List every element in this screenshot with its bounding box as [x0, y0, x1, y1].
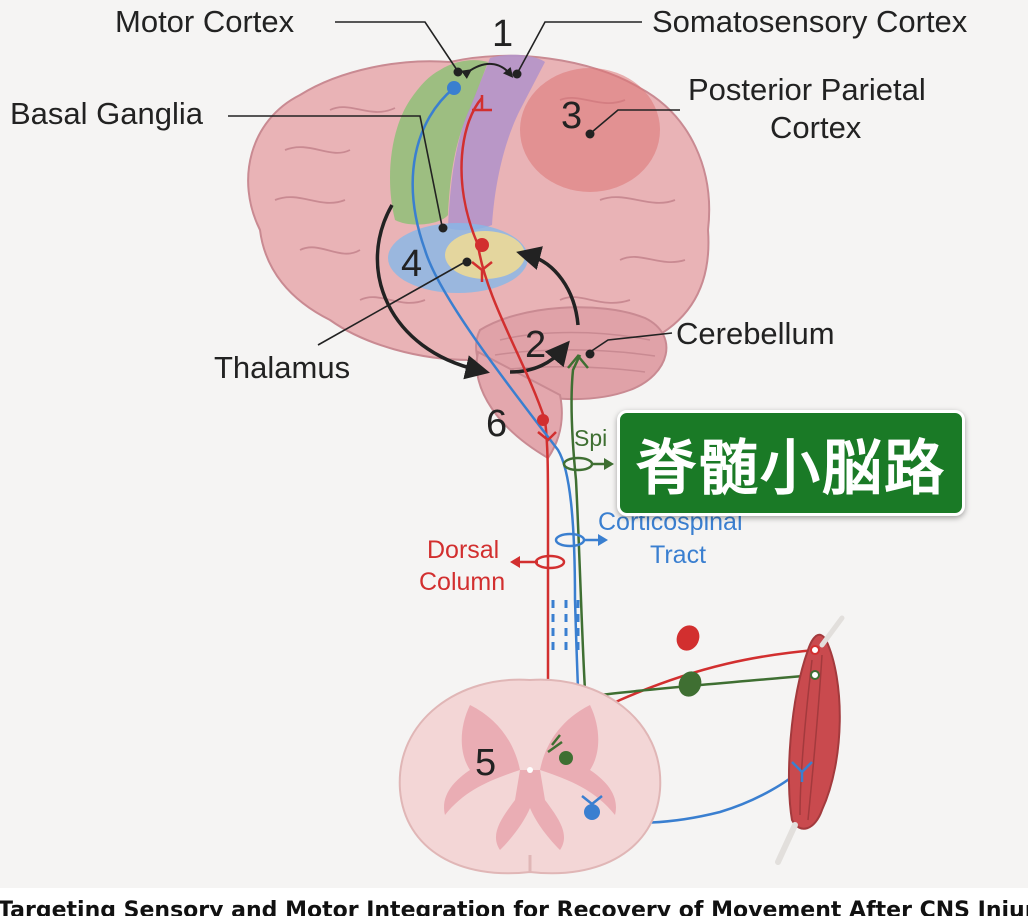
- caption-bar: [0, 888, 1028, 916]
- dot-basal-ganglia: [438, 223, 448, 233]
- synapse-red-thalamus: [471, 261, 493, 282]
- label-somatosensory-cortex: Somatosensory Cortex: [652, 4, 968, 39]
- arrow-brainstem-to-cerebellum: [509, 340, 570, 374]
- label-cortico-2: Tract: [650, 541, 706, 569]
- label-cerebellum: Cerebellum: [676, 316, 835, 351]
- neuron-red-brainstem: [537, 414, 549, 426]
- muscle-fibers: [799, 654, 823, 821]
- label-posterior-parietal-2: Cortex: [770, 110, 862, 145]
- thalamus-region: [445, 231, 525, 279]
- neuron-blue-cortex: [447, 81, 461, 95]
- number-5: 5: [475, 742, 496, 784]
- arrow-motor-somatosensory: [461, 63, 514, 79]
- motor-cortex-region: [390, 60, 488, 225]
- spino-ring: [562, 456, 594, 472]
- label-dorsal-2: Column: [419, 568, 505, 596]
- label-motor-cortex: Motor Cortex: [115, 4, 295, 39]
- tendon-top: [819, 615, 845, 648]
- overlay-badge-text: 脊髄小脳路: [636, 433, 946, 504]
- number-6: 6: [486, 403, 507, 445]
- source-caption: Targeting Sensory and Motor Integration …: [0, 898, 1028, 916]
- central-canal: [527, 767, 533, 773]
- motor-endplate-blue: [791, 761, 813, 782]
- leader-motor-cortex: [335, 21, 458, 71]
- leader-thalamus: [317, 261, 466, 346]
- muscle-belly: [787, 633, 841, 830]
- arrow-basal-to-cerebellum: [375, 204, 490, 380]
- neuron-red-thalamus: [475, 238, 489, 252]
- dorsal-root-ganglion-green: [678, 671, 702, 697]
- leader-lines: [228, 21, 680, 353]
- receptor-red: [810, 645, 820, 655]
- dot-posterior-parietal: [585, 129, 595, 139]
- brainstem: [475, 350, 563, 460]
- leader-cerebellum: [589, 332, 673, 353]
- label-spinocerebellar-partial: Spi: [574, 425, 607, 451]
- somatosensory-cortex-region: [448, 54, 545, 231]
- synapse-red-brainstem: [537, 431, 557, 442]
- dot-cerebellum: [585, 349, 595, 359]
- dorsal-ring: [534, 554, 566, 570]
- synapse-green-cerebellum: [567, 354, 589, 369]
- dot-thalamus: [462, 257, 472, 267]
- receptor-green: [810, 670, 820, 680]
- label-posterior-parietal-1: Posterior Parietal: [688, 72, 926, 107]
- arrow-cerebellum-to-thalamus: [516, 246, 580, 326]
- spinal-cord-section: [398, 678, 662, 875]
- neuron-green-spinal: [559, 751, 573, 765]
- number-2: 2: [525, 324, 546, 366]
- spino-arrowhead: [604, 458, 614, 470]
- synapse-red-cortex: [472, 95, 492, 112]
- label-basal-ganglia: Basal Ganglia: [10, 96, 204, 131]
- label-thalamus: Thalamus: [214, 350, 350, 385]
- gray-matter: [444, 705, 616, 850]
- leader-basal-ganglia: [228, 115, 443, 227]
- cortico-arrowhead: [598, 534, 608, 546]
- synapse-green-spinal: [547, 734, 563, 754]
- tendon-bottom: [775, 822, 798, 865]
- corticospinal-blue-path: [411, 87, 801, 824]
- dorsal-arrowhead: [510, 556, 520, 568]
- number-3: 3: [561, 95, 582, 137]
- dot-motor-cortex: [453, 67, 463, 77]
- leader-dots: [438, 67, 595, 359]
- leader-posterior-parietal: [591, 109, 680, 133]
- dot-somatosensory: [512, 69, 522, 79]
- number-1: 1: [492, 13, 513, 55]
- muscle: [775, 615, 845, 865]
- dorsal-root-ganglion-red: [676, 625, 700, 651]
- synapse-blue-spinal: [581, 795, 603, 806]
- number-4: 4: [401, 243, 422, 285]
- neuron-blue-spinal: [584, 804, 600, 820]
- overlay-badge: 脊髄小脳路: [617, 410, 965, 516]
- leader-somatosensory: [517, 21, 642, 73]
- label-dorsal-1: Dorsal: [427, 536, 499, 564]
